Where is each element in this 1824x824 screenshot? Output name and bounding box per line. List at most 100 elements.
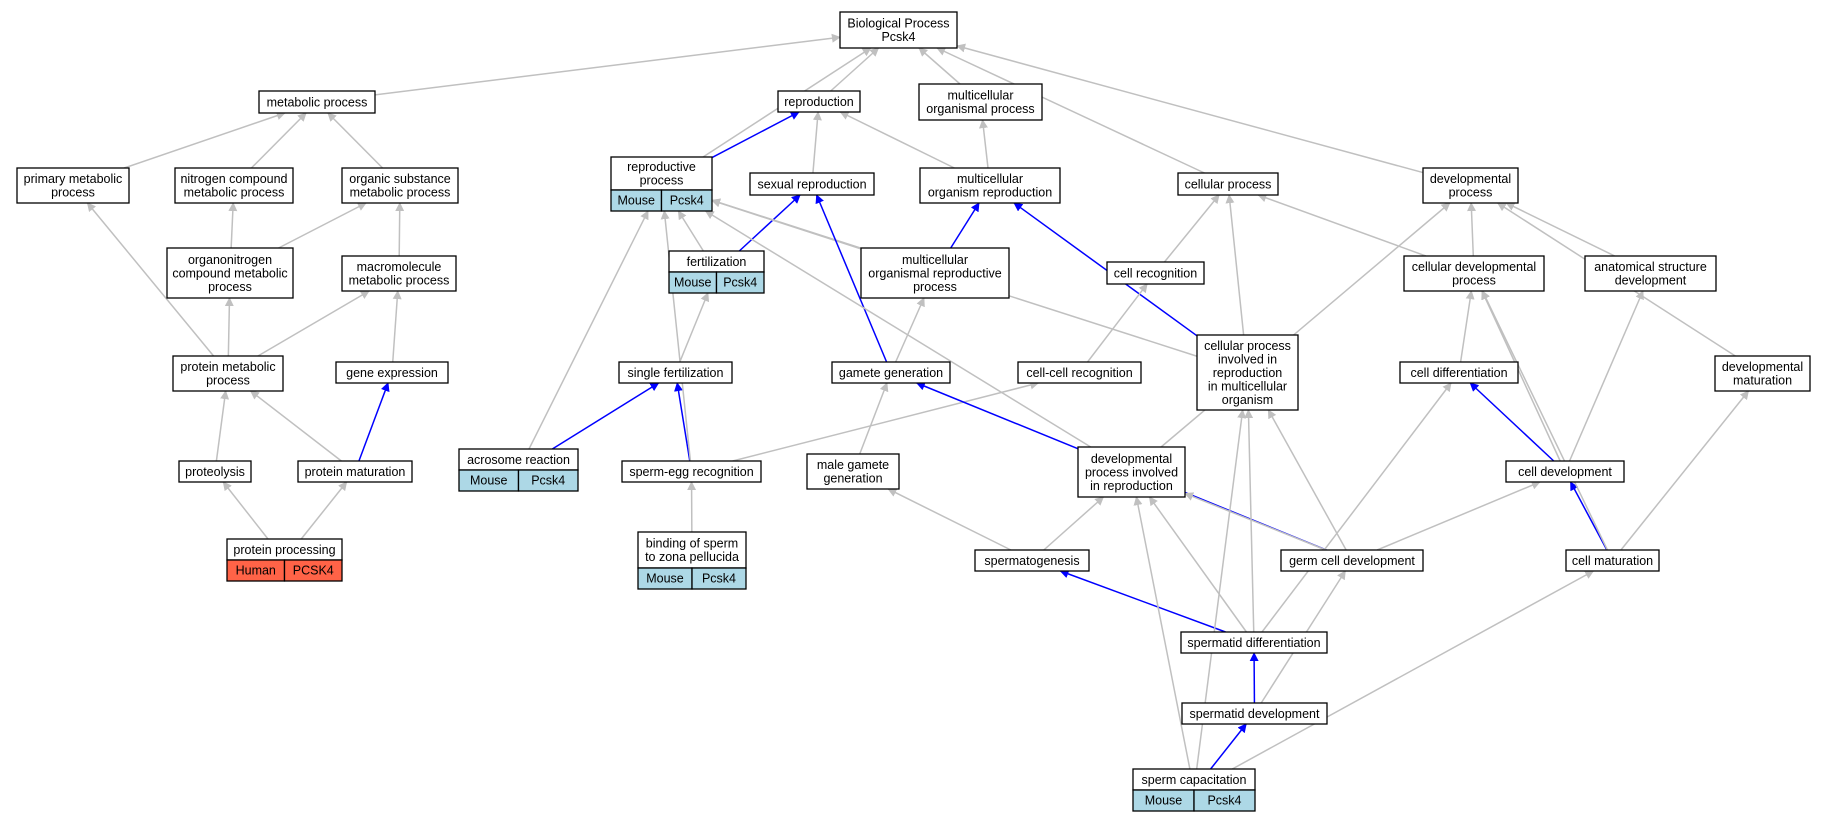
node-label-line: compound metabolic [172,266,287,280]
node-label-line: cell-cell recognition [1026,366,1132,380]
node-label-line: to zona pellucida [645,550,739,564]
node-cell-recognition[interactable]: cell recognition [1106,261,1205,285]
edge-germ-cell-development-to-cell-development [1376,480,1541,551]
node-label-line: process [1452,274,1496,288]
node-label-line: cellular developmental [1412,260,1536,274]
node-proteolysis[interactable]: proteolysis [178,460,252,483]
gene-cell [517,469,579,492]
edge-protein-maturation-to-protein-metabolic [249,390,342,462]
node-box [335,361,449,384]
node-sperm-egg[interactable]: sperm-egg recognition [621,460,762,483]
node-label-line: generation [823,472,882,486]
node-box [1106,261,1205,285]
node-box [1714,355,1811,392]
species-label: Mouse [674,276,712,290]
node-box [621,460,762,483]
node-cell-maturation[interactable]: cell maturation [1565,549,1660,572]
node-box [1180,631,1328,654]
node-label-line: metabolic process [350,186,451,200]
node-cellular-process[interactable]: cellular process [1177,172,1279,196]
edge-cell-maturation-to-cell-development [1569,481,1608,551]
node-cell-development[interactable]: cell development [1505,460,1625,483]
node-cell-cell-recognition[interactable]: cell-cell recognition [1017,361,1142,384]
node-label-line: development [1615,274,1687,288]
node-label-line: organismal reproductive [868,266,1001,280]
species-label: Mouse [617,194,655,208]
node-metabolic[interactable]: metabolic process [258,90,376,114]
node-label-line: involved in [1218,352,1277,366]
node-label-line: developmental [1722,360,1803,374]
node-box [860,247,1010,299]
node-label-line: reproduction [784,95,854,109]
node-protein-maturation[interactable]: protein maturation [297,460,413,483]
node-label-line: sperm capacitation [1142,773,1247,787]
node-cell-differentiation[interactable]: cell differentiation [1399,361,1519,384]
node-box [1422,167,1519,204]
node-label-line: metabolic process [349,274,450,288]
node-spermatid-development[interactable]: spermatid development [1181,702,1328,725]
node-box [174,167,294,204]
edge-cellular-process-multicellular-to-multicellular-organism-reproduction [1013,202,1198,337]
node-sexual-reproduction[interactable]: sexual reproduction [749,172,875,196]
node-spermatogenesis[interactable]: spermatogenesis [974,549,1090,572]
node-box [297,460,413,483]
node-label-line: nitrogen compound [180,172,287,186]
node-box [172,355,284,392]
node-label-line: single fertilization [628,366,724,380]
edge-multicellular-organism-reproduction-to-reproduction [839,111,955,169]
edge-protein-metabolic-to-organonitrogen [224,297,234,357]
node-label-line: multicellular [948,89,1014,103]
node-box [16,167,130,204]
node-spermatid-differentiation[interactable]: spermatid differentiation [1180,631,1328,654]
edge-sperm-egg-to-reproductive-process [660,210,692,462]
edge-cell-maturation-to-cellular-developmental [1481,290,1609,551]
node-label-line: metabolic process [267,95,368,109]
edge-cell-development-to-cellular-developmental [1481,290,1561,462]
node-label-line: organonitrogen [188,253,272,267]
node-reproduction[interactable]: reproduction [777,90,861,113]
node-box [610,156,713,191]
edge-spermatid-differentiation-to-developmental-reproduction [1148,496,1248,633]
edge-gamete-generation-to-multicellular-organismal-reproductive [894,297,925,363]
node-single-fertilization[interactable]: single fertilization [618,361,733,384]
node-germ-cell-development[interactable]: germ cell development [1280,549,1424,572]
node-gene-expression[interactable]: gene expression [335,361,449,384]
edge-metabolic-to-root [374,33,841,96]
node-box [1280,549,1424,572]
edge-protein-metabolic-to-primary-metabolic [86,202,215,357]
node-label-line: process [1449,186,1493,200]
node-label-line: fertilization [687,255,747,269]
edge-organic-substance-to-metabolic [327,112,384,169]
edge-developmental-reproduction-to-reproductive-process [704,210,1092,448]
gene-cell [691,567,747,590]
species-label: Human [236,564,276,578]
edges-layer [86,33,1750,770]
node-box [258,90,376,114]
node-gamete-generation[interactable]: gamete generation [831,361,951,384]
node-label-line: protein metabolic [180,360,275,374]
